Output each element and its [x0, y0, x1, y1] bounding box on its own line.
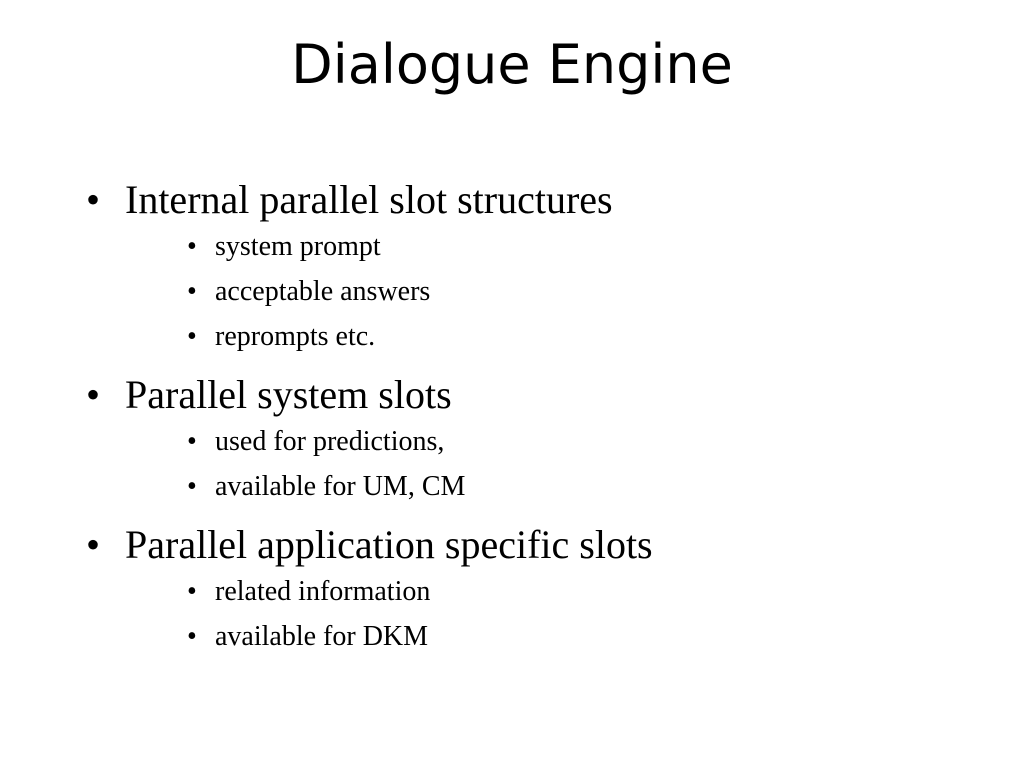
bullet-group: • Parallel system slots • used for predi…	[86, 371, 986, 509]
sub-bullet-item: • reprompts etc.	[86, 314, 986, 359]
sub-bullet-icon: •	[187, 621, 197, 652]
sub-bullet-item: • system prompt	[86, 224, 986, 269]
sub-bullet-text: reprompts etc.	[215, 321, 376, 352]
sub-bullet-list: • used for predictions, • available for …	[86, 419, 986, 509]
bullet-list: • Internal parallel slot structures • sy…	[86, 176, 986, 671]
sub-bullet-item: • used for predictions,	[86, 419, 986, 464]
sub-bullet-item: • acceptable answers	[86, 269, 986, 314]
bullet-icon: •	[86, 522, 101, 567]
bullet-text: Parallel system slots	[125, 372, 452, 417]
sub-bullet-item: • available for DKM	[86, 614, 986, 659]
sub-bullet-icon: •	[187, 276, 197, 307]
sub-bullet-icon: •	[187, 471, 197, 502]
sub-bullet-text: available for DKM	[215, 621, 429, 652]
sub-bullet-icon: •	[187, 426, 197, 457]
sub-bullet-text: acceptable answers	[215, 276, 431, 307]
sub-bullet-icon: •	[187, 321, 197, 352]
bullet-item: • Internal parallel slot structures	[86, 176, 986, 224]
sub-bullet-list: • system prompt • acceptable answers • r…	[86, 224, 986, 359]
bullet-group: • Parallel application specific slots • …	[86, 521, 986, 659]
bullet-icon: •	[86, 177, 101, 222]
sub-bullet-text: used for predictions,	[215, 426, 445, 457]
slide-title: Dialogue Engine	[291, 33, 733, 96]
bullet-text: Internal parallel slot structures	[125, 177, 613, 222]
sub-bullet-icon: •	[187, 576, 197, 607]
bullet-item: • Parallel application specific slots	[86, 521, 986, 569]
sub-bullet-text: system prompt	[215, 231, 381, 262]
sub-bullet-list: • related information • available for DK…	[86, 569, 986, 659]
bullet-item: • Parallel system slots	[86, 371, 986, 419]
sub-bullet-item: • related information	[86, 569, 986, 614]
sub-bullet-text: related information	[215, 576, 431, 607]
bullet-text: Parallel application specific slots	[125, 522, 653, 567]
bullet-group: • Internal parallel slot structures • sy…	[86, 176, 986, 359]
sub-bullet-text: available for UM, CM	[215, 471, 466, 502]
sub-bullet-icon: •	[187, 231, 197, 262]
sub-bullet-item: • available for UM, CM	[86, 464, 986, 509]
bullet-icon: •	[86, 372, 101, 417]
